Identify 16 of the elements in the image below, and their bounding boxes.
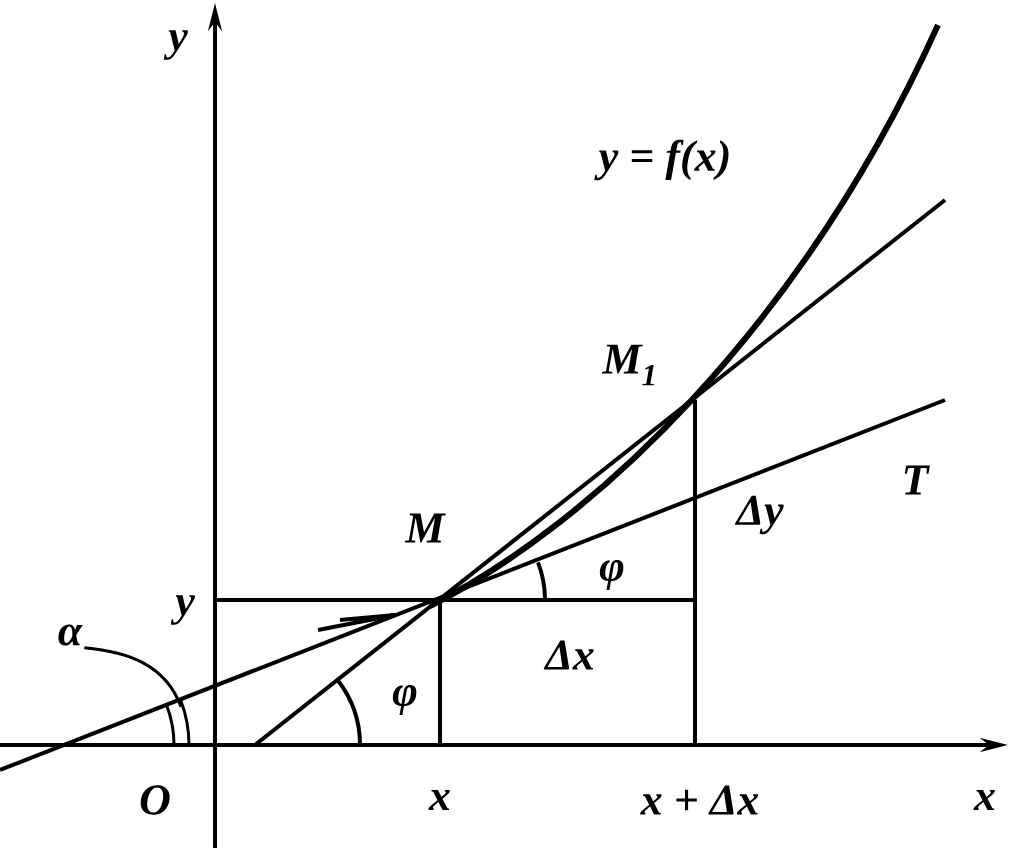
axis-label: y <box>163 30 188 60</box>
axis-label: M$_{1}$ <box>601 344 654 386</box>
axis-label: M <box>404 513 446 543</box>
axis-label: φ <box>392 684 417 716</box>
axis-label: T <box>904 465 930 495</box>
axis-label: φ <box>599 559 624 591</box>
axis-label: O <box>140 785 170 815</box>
axis-label: Δx <box>543 640 594 670</box>
leader-line <box>84 646 183 708</box>
axis-label: y = f(x) <box>594 139 729 181</box>
axis-label: x + Δx <box>640 785 759 815</box>
axis-label: x <box>973 789 995 811</box>
axis-label: y <box>170 595 195 625</box>
angle-label: α <box>58 624 83 646</box>
axis-label: x <box>428 789 450 811</box>
axis-label: Δy <box>735 495 784 535</box>
